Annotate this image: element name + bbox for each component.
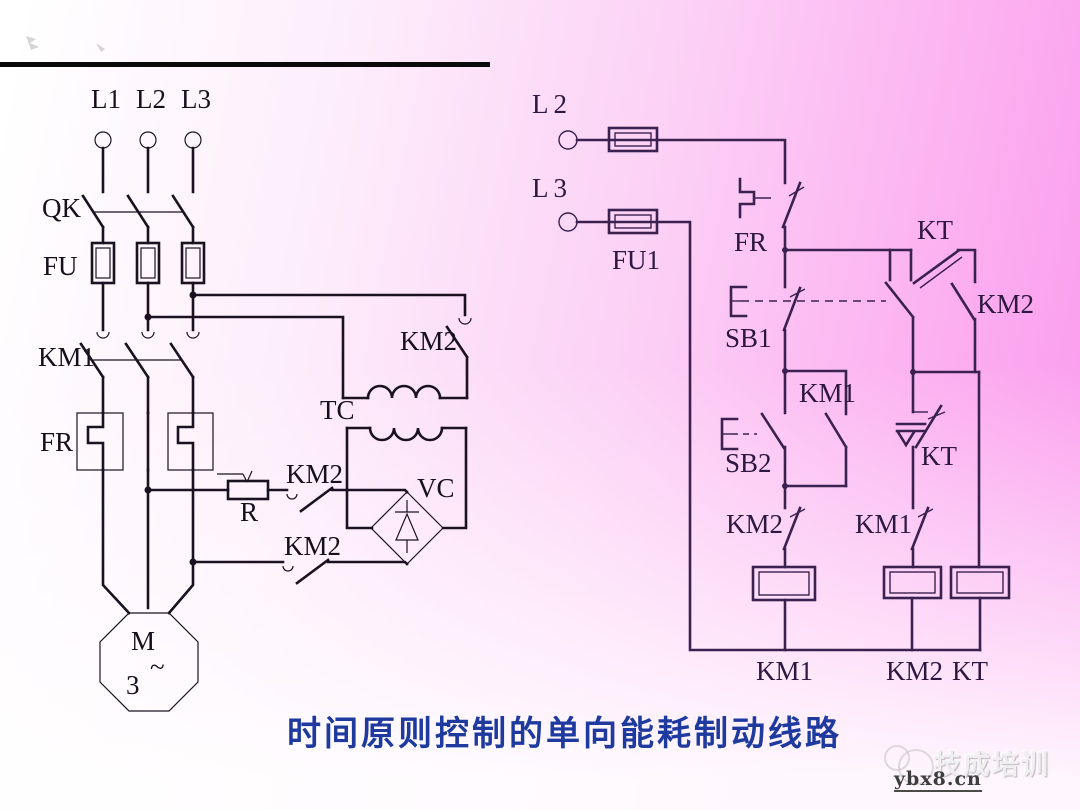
label-ctrl-fr: FR xyxy=(734,227,767,257)
label-motor-m: M xyxy=(131,626,155,656)
rectifier-vc xyxy=(370,491,444,565)
interlock-contact-km2 xyxy=(782,506,806,551)
transformer-tc xyxy=(341,384,469,530)
label-r: R xyxy=(240,497,258,527)
label-vc: VC xyxy=(417,473,455,503)
label-km2-lower: KM2 xyxy=(284,531,341,561)
label-motor-3: 3 xyxy=(126,670,140,700)
label-kt-delayed: KT xyxy=(921,441,957,471)
label-tc: TC xyxy=(320,395,355,425)
thermal-contact-fr xyxy=(738,177,805,289)
brake-contact-km2-upper xyxy=(266,486,409,513)
control-circuit: L2 L3 FU1 FR SB1 KM1 SB2 KT KM2 KT KM2 K… xyxy=(532,89,1034,686)
label-ctrl-l3: L3 xyxy=(532,173,572,203)
label-qk: QK xyxy=(42,193,81,223)
label-coil-km2: KM2 xyxy=(886,656,943,686)
label-fu: FU xyxy=(43,251,78,281)
label-sb1: SB1 xyxy=(725,323,772,353)
label-coil-km1: KM1 xyxy=(756,656,813,686)
coil-kt xyxy=(949,565,1011,652)
label-fu1: FU1 xyxy=(612,245,660,275)
label-kt-instant: KT xyxy=(917,215,953,245)
smudge-marks xyxy=(26,36,105,52)
terminal-l2 xyxy=(139,131,157,149)
slide-title: 时间原则控制的单向能耗制动线路 xyxy=(287,714,842,754)
thermal-relay-fr-elements xyxy=(76,411,214,472)
watermark-site: ybx8.cn xyxy=(894,768,982,792)
braking-resistor-r xyxy=(146,470,270,501)
terminal-l3 xyxy=(184,131,202,149)
title-rule xyxy=(0,62,490,67)
motor-symbol xyxy=(99,612,199,712)
start-button-sb2 xyxy=(720,412,786,451)
terminal-ctrl-l2 xyxy=(558,130,578,150)
contactor-km1-main-contacts xyxy=(79,331,200,415)
timer-contact-kt-delayed xyxy=(895,404,946,449)
coil-km1 xyxy=(751,565,817,652)
selfhold-branch-km1 xyxy=(783,369,848,488)
stop-button-sb1 xyxy=(729,285,886,332)
coil-km2 xyxy=(882,565,943,652)
fuse-fu1 xyxy=(607,126,659,235)
label-sb2: SB2 xyxy=(725,448,772,478)
watermark: 技成培训 ybx8.cn xyxy=(878,733,1080,803)
label-km2-upper: KM2 xyxy=(286,459,343,489)
terminal-ctrl-l3 xyxy=(558,212,578,232)
sb1-no-contact xyxy=(884,248,915,374)
fuse-fu xyxy=(90,241,206,285)
label-km1-interlock: KM1 xyxy=(855,509,912,539)
knife-switch-qk xyxy=(81,194,195,245)
selfhold-contact-km2 xyxy=(950,282,977,374)
label-phase-l1: L1 xyxy=(91,84,121,114)
label-km2-line: KM2 xyxy=(400,326,457,356)
label-km2-selfhold: KM2 xyxy=(977,289,1034,319)
brake-contact-km2-lower xyxy=(191,558,409,585)
label-fr: FR xyxy=(40,427,73,457)
label-phase-l3: L3 xyxy=(181,84,211,114)
label-ctrl-l2: L2 xyxy=(532,89,572,119)
watermark-brand: 技成培训 xyxy=(934,750,1050,781)
timer-contact-kt-instant xyxy=(909,248,977,289)
label-phase-l2: L2 xyxy=(136,84,166,114)
label-coil-kt: KT xyxy=(952,656,988,686)
label-selfhold-km1: KM1 xyxy=(799,378,856,408)
terminal-l1 xyxy=(94,131,112,149)
label-km1: KM1 xyxy=(38,342,95,372)
brake-contact-km2-line xyxy=(445,317,472,400)
interlock-contact-km1 xyxy=(910,506,934,551)
main-circuit: L1 L2 L3 QK FU KM1 FR KM2 TC KM2 KM2 R V… xyxy=(38,84,472,712)
label-motor-wave: ~ xyxy=(150,652,165,682)
label-km2-interlock: KM2 xyxy=(726,509,783,539)
watermark-logo-icon-2 xyxy=(898,749,934,785)
